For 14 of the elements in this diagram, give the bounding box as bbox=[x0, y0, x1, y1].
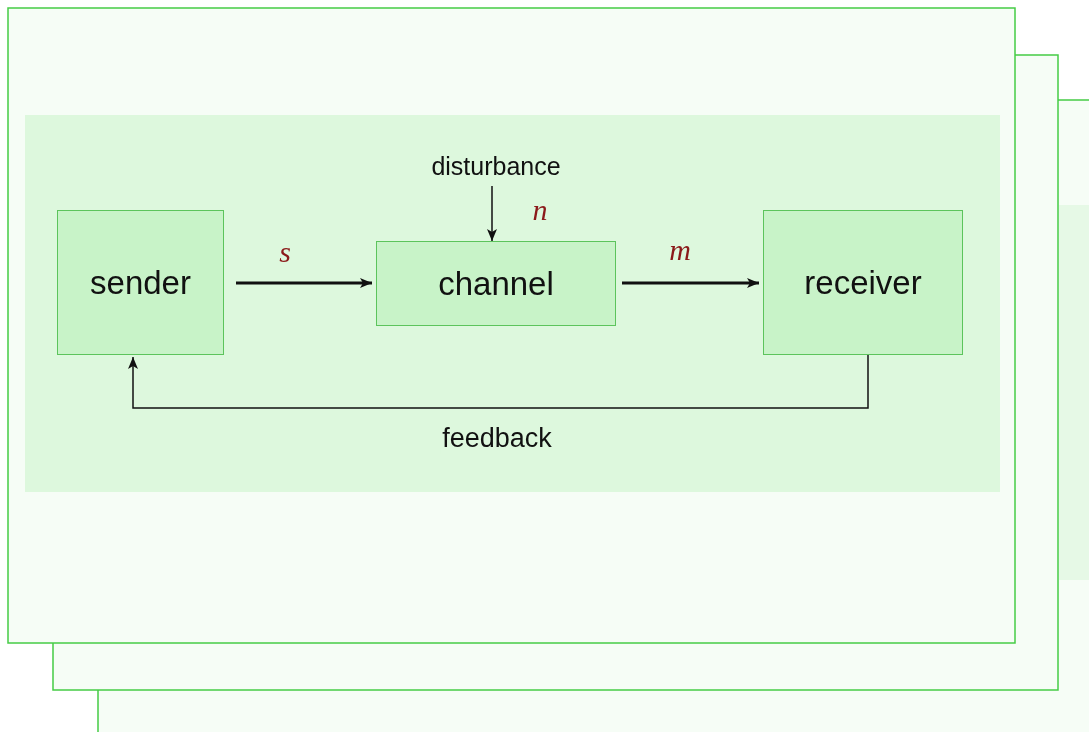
arrow bbox=[236, 278, 372, 288]
edge-label: m bbox=[669, 233, 691, 267]
arrow bbox=[128, 354, 869, 409]
box-label: channel bbox=[438, 264, 554, 303]
process-box bbox=[763, 210, 963, 355]
edge-label: s bbox=[279, 235, 291, 269]
input-label: disturbance bbox=[431, 151, 561, 181]
process-box bbox=[376, 241, 616, 326]
edge-label: n bbox=[532, 193, 548, 227]
process-box bbox=[57, 210, 224, 355]
box-label: receiver bbox=[804, 263, 922, 302]
arrow bbox=[622, 278, 759, 288]
box-label: sender bbox=[90, 263, 191, 302]
arrow bbox=[487, 185, 497, 242]
